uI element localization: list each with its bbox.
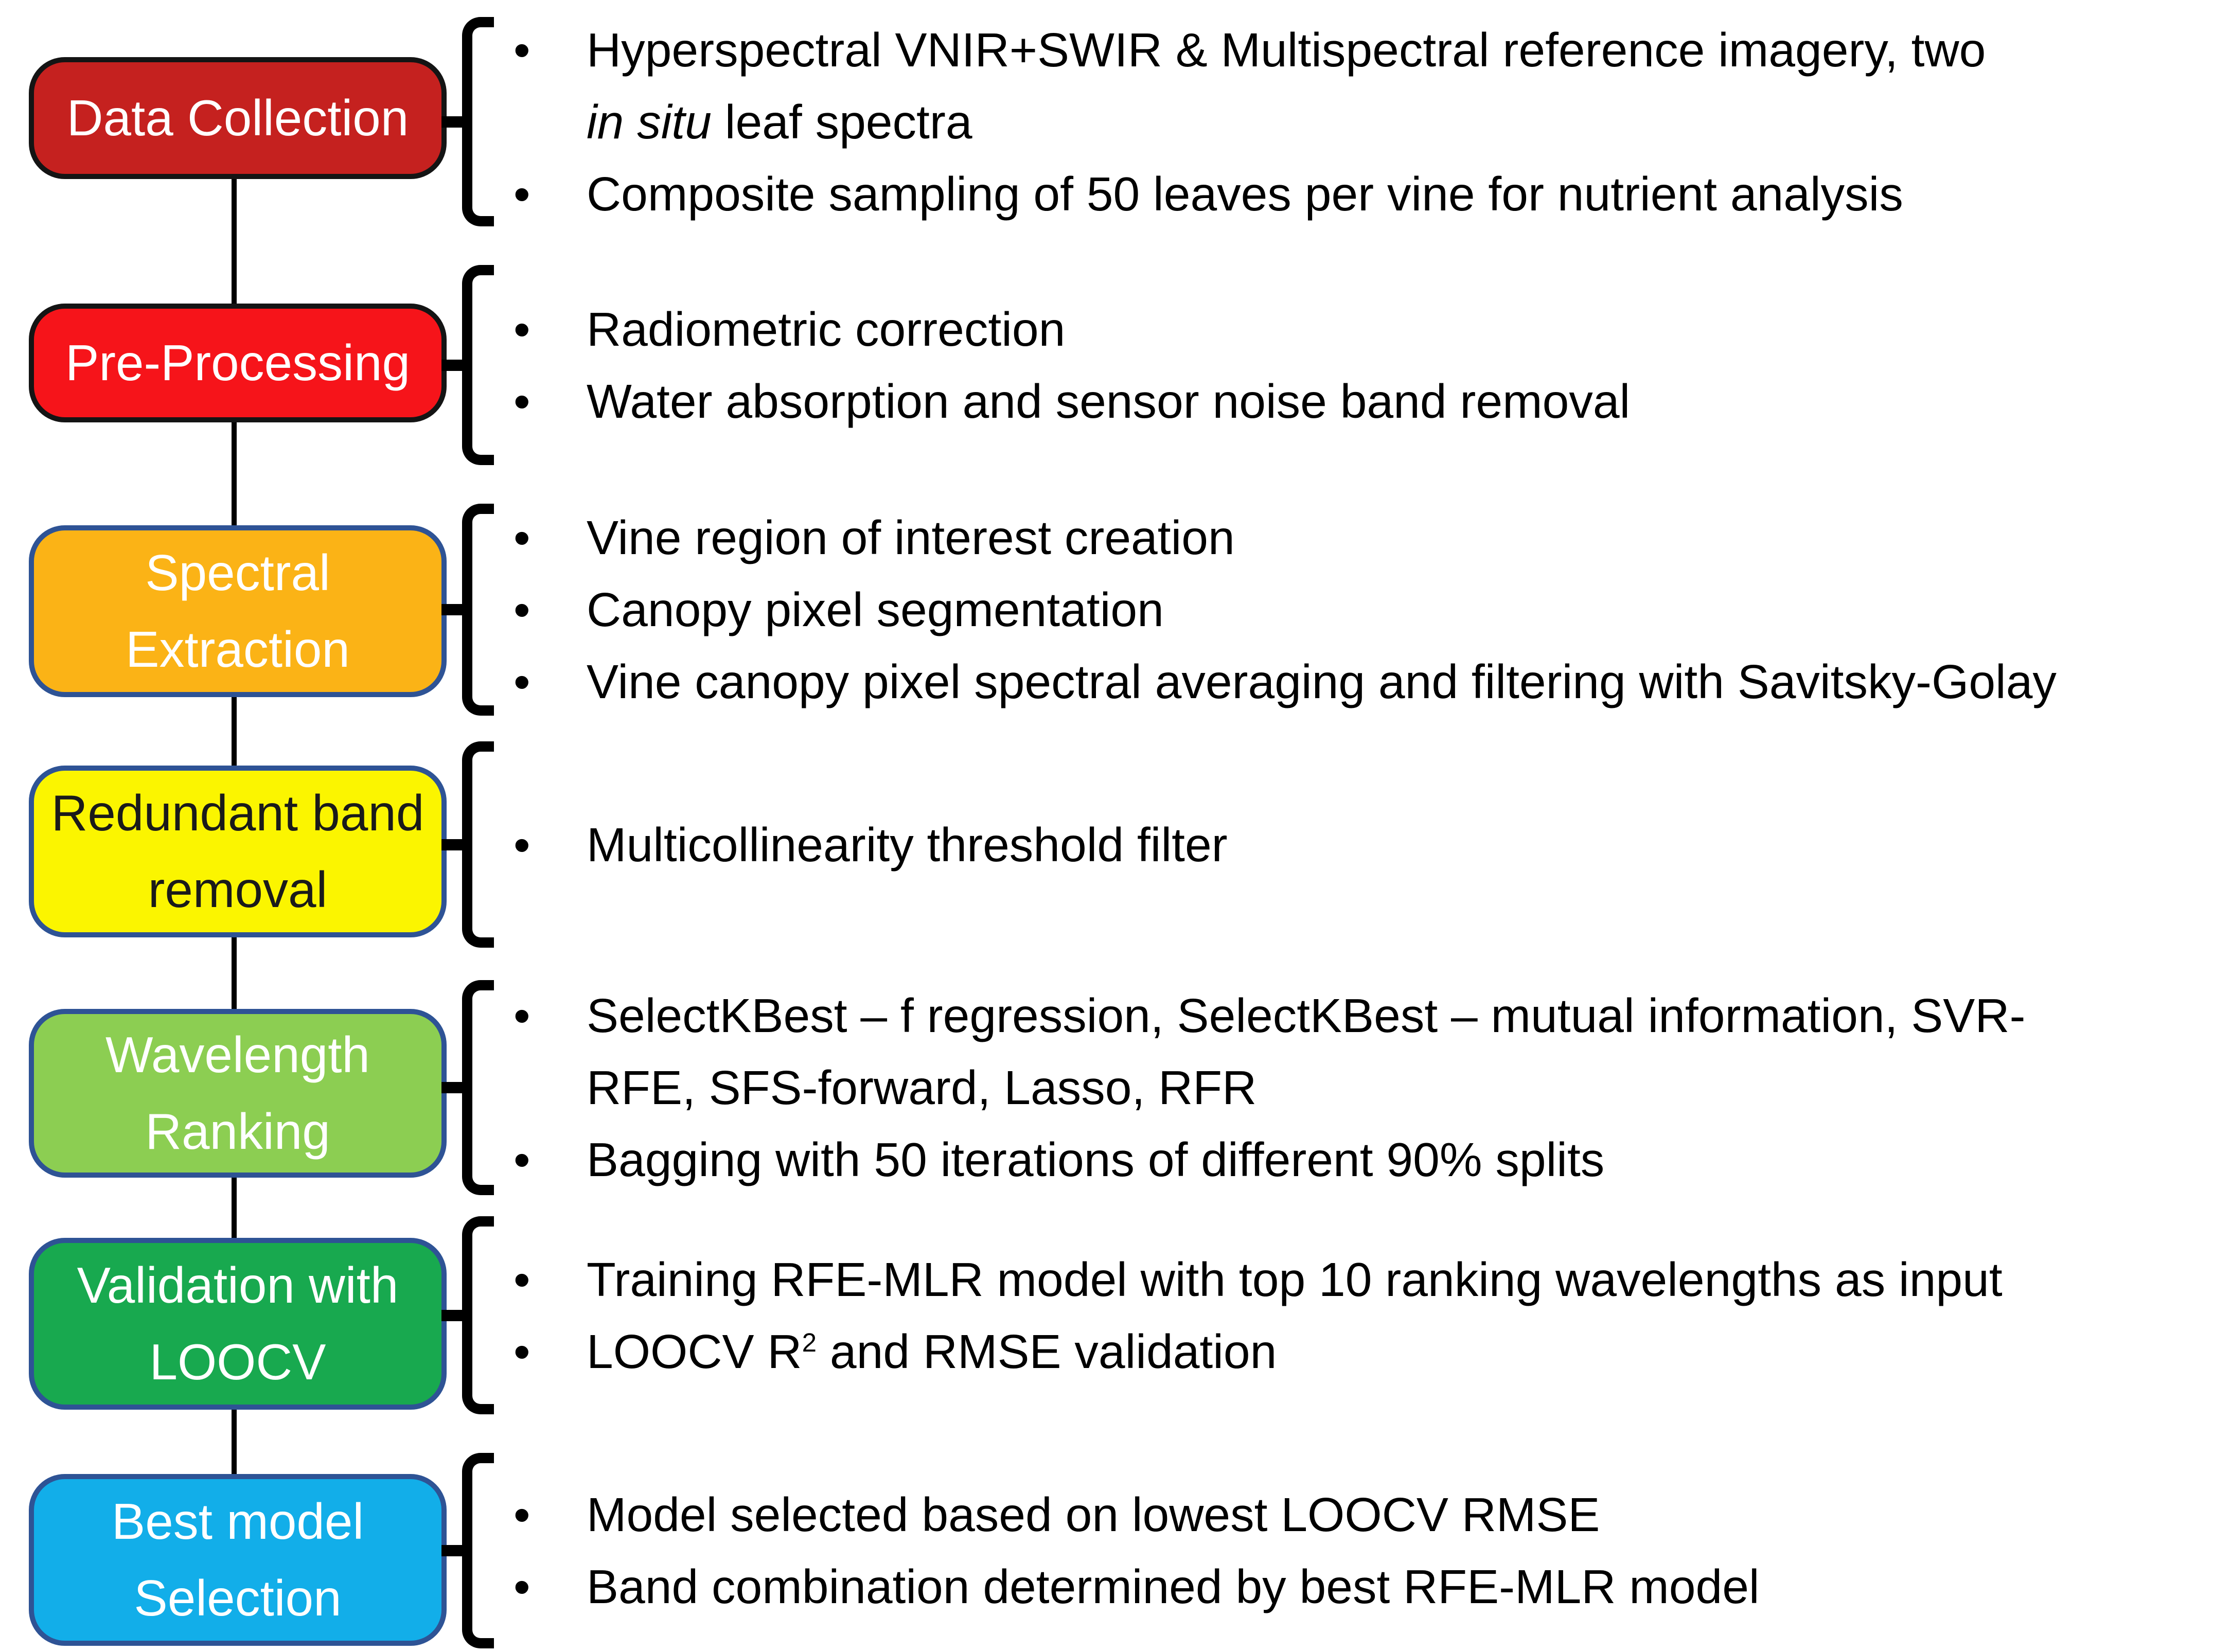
stage-box-wavelength-ranking: Wavelength Ranking <box>29 1009 447 1178</box>
bullet-item: • Radiometric correction <box>508 293 2213 365</box>
bracket-icon <box>462 265 494 465</box>
bullet-dot-icon: • <box>514 818 530 872</box>
bullet-line: Hyperspectral VNIR+SWIR & Multispectral … <box>587 14 2213 86</box>
stage-label: Data Collection <box>66 90 409 147</box>
pipeline-stage-row-validation-with-loocv: Validation with LOOCV • Training RFE-MLR … <box>0 1216 2213 1414</box>
text-run: Hyperspectral VNIR+SWIR & Multispectral … <box>587 23 1986 77</box>
stage-box-spectral-extraction: Spectral Extraction <box>29 525 447 697</box>
text-run: Band combination determined by best RFE-… <box>587 1560 1760 1613</box>
stage-box-redundant-band-removal: Redundant band removal <box>29 766 447 937</box>
bullet-list: • Radiometric correction • Water absorption… <box>508 265 2213 465</box>
bullet-dot-icon: • <box>514 1133 530 1186</box>
bullet-line: Training RFE-MLR model with top 10 ranki… <box>587 1244 2213 1316</box>
bullet-list: • Multicollinearity threshold filter <box>508 741 2213 948</box>
bullet-line: Band combination determined by best RFE-… <box>587 1551 2213 1623</box>
bullet-dot-icon: • <box>514 374 530 428</box>
bullet-dot-icon: • <box>514 583 530 636</box>
bracket-icon <box>462 504 494 716</box>
bullet-dot-icon: • <box>514 511 530 564</box>
bullet-item: • Water absorption and sensor noise band … <box>508 365 2213 437</box>
bullet-dot-icon: • <box>514 1252 530 1306</box>
text-run: leaf spectra <box>711 95 972 149</box>
pipeline-stage-row-spectral-extraction: Spectral Extraction • Vine region of inte… <box>0 504 2213 716</box>
bullet-list: • Model selected based on lowest LOOCV RM… <box>508 1453 2213 1648</box>
pipeline-stage-row-redundant-band-removal: Redundant band removal • Multicollinearit… <box>0 741 2213 948</box>
bullet-item: • Vine region of interest creation <box>508 502 2213 574</box>
bullet-item: • Bagging with 50 iterations of different… <box>508 1124 2213 1196</box>
bullet-line: RFE, SFS-forward, Lasso, RFR <box>587 1052 2213 1124</box>
bullet-item: • Hyperspectral VNIR+SWIR & Multispectral… <box>508 14 2213 158</box>
bracket-icon <box>462 1216 494 1414</box>
bullet-item: • Training RFE-MLR model with top 10 rank… <box>508 1244 2213 1316</box>
bullet-dot-icon: • <box>514 989 530 1042</box>
stage-label: Validation with LOOCV <box>77 1257 399 1390</box>
stage-label: Spectral Extraction <box>126 544 350 678</box>
bullet-line: Model selected based on lowest LOOCV RMS… <box>587 1479 2213 1551</box>
text-run: LOOCV R <box>587 1324 802 1378</box>
pipeline-stage-row-pre-processing: Pre-Processing • Radiometric correction • W… <box>0 265 2213 465</box>
bullet-line: Multicollinearity threshold filter <box>587 809 2213 881</box>
stage-box-validation-with-loocv: Validation with LOOCV <box>29 1238 447 1410</box>
text-run: Bagging with 50 iterations of different … <box>587 1133 1605 1186</box>
text-run: 2 <box>802 1327 817 1357</box>
bullet-line: Canopy pixel segmentation <box>587 574 2213 646</box>
bullet-item: • Composite sampling of 50 leaves per vin… <box>508 158 2213 230</box>
bracket-icon <box>462 741 494 948</box>
bullet-line: SelectKBest – f regression, SelectKBest … <box>587 980 2213 1052</box>
text-run: SelectKBest – f regression, SelectKBest … <box>587 989 2026 1042</box>
bullet-dot-icon: • <box>514 1488 530 1541</box>
bracket-icon <box>462 980 494 1195</box>
bullet-dot-icon: • <box>514 1324 530 1378</box>
stage-label: Wavelength Ranking <box>105 1026 370 1160</box>
bracket-icon <box>462 17 494 226</box>
stage-label: Pre-Processing <box>65 334 410 392</box>
text-run: in situ <box>587 95 712 149</box>
pipeline-stage-row-wavelength-ranking: Wavelength Ranking • SelectKBest – f regr… <box>0 980 2213 1195</box>
text-run: and RMSE validation <box>817 1324 1277 1378</box>
bullet-list: • SelectKBest – f regression, SelectKBest… <box>508 980 2213 1195</box>
bullet-list: • Training RFE-MLR model with top 10 rank… <box>508 1216 2213 1414</box>
bullet-item: • Multicollinearity threshold filter <box>508 809 2213 881</box>
bullet-item: • Band combination determined by best RFE… <box>508 1551 2213 1623</box>
bullet-item: • LOOCV R2 and RMSE validation <box>508 1316 2213 1388</box>
text-run: Vine canopy pixel spectral averaging and… <box>587 655 2057 708</box>
stage-box-data-collection: Data Collection <box>29 57 447 179</box>
stage-label: Redundant band removal <box>51 785 424 918</box>
pipeline-stage-row-best-model-selection: Best model Selection • Model selected bas… <box>0 1453 2213 1648</box>
text-run: Canopy pixel segmentation <box>587 583 1164 636</box>
bullet-item: • Vine canopy pixel spectral averaging an… <box>508 646 2213 718</box>
bullet-dot-icon: • <box>514 655 530 708</box>
bullet-line: Radiometric correction <box>587 293 2213 365</box>
stage-label: Best model Selection <box>111 1493 364 1626</box>
bullet-dot-icon: • <box>514 1560 530 1613</box>
text-run: Vine region of interest creation <box>587 511 1235 564</box>
bullet-item: • Canopy pixel segmentation <box>508 574 2213 646</box>
bullet-dot-icon: • <box>514 23 530 77</box>
text-run: RFE, SFS-forward, Lasso, RFR <box>587 1061 1257 1114</box>
text-run: Multicollinearity threshold filter <box>587 818 1228 872</box>
text-run: Water absorption and sensor noise band r… <box>587 374 1631 428</box>
stage-box-best-model-selection: Best model Selection <box>29 1474 447 1646</box>
text-run: Composite sampling of 50 leaves per vine… <box>587 167 1903 221</box>
bullet-line: Bagging with 50 iterations of different … <box>587 1124 2213 1196</box>
bullet-line: Vine region of interest creation <box>587 502 2213 574</box>
bracket-icon <box>462 1453 494 1648</box>
text-run: Model selected based on lowest LOOCV RMS… <box>587 1488 1600 1541</box>
bullet-line: in situ leaf spectra <box>587 86 2213 158</box>
bullet-list: • Vine region of interest creation • Canopy… <box>508 504 2213 716</box>
bullet-line: Water absorption and sensor noise band r… <box>587 365 2213 437</box>
bullet-line: Vine canopy pixel spectral averaging and… <box>587 646 2213 718</box>
stage-box-pre-processing: Pre-Processing <box>29 304 447 422</box>
text-run: Radiometric correction <box>587 302 1066 356</box>
bullet-dot-icon: • <box>514 167 530 221</box>
bullet-dot-icon: • <box>514 302 530 356</box>
bullet-line: LOOCV R2 and RMSE validation <box>587 1316 2213 1388</box>
bullet-line: Composite sampling of 50 leaves per vine… <box>587 158 2213 230</box>
pipeline-stage-row-data-collection: Data Collection • Hyperspectral VNIR+SWIR… <box>0 17 2213 226</box>
bullet-item: • Model selected based on lowest LOOCV RM… <box>508 1479 2213 1551</box>
bullet-list: • Hyperspectral VNIR+SWIR & Multispectral… <box>508 17 2213 226</box>
text-run: Training RFE-MLR model with top 10 ranki… <box>587 1252 2003 1306</box>
bullet-item: • SelectKBest – f regression, SelectKBest… <box>508 980 2213 1124</box>
